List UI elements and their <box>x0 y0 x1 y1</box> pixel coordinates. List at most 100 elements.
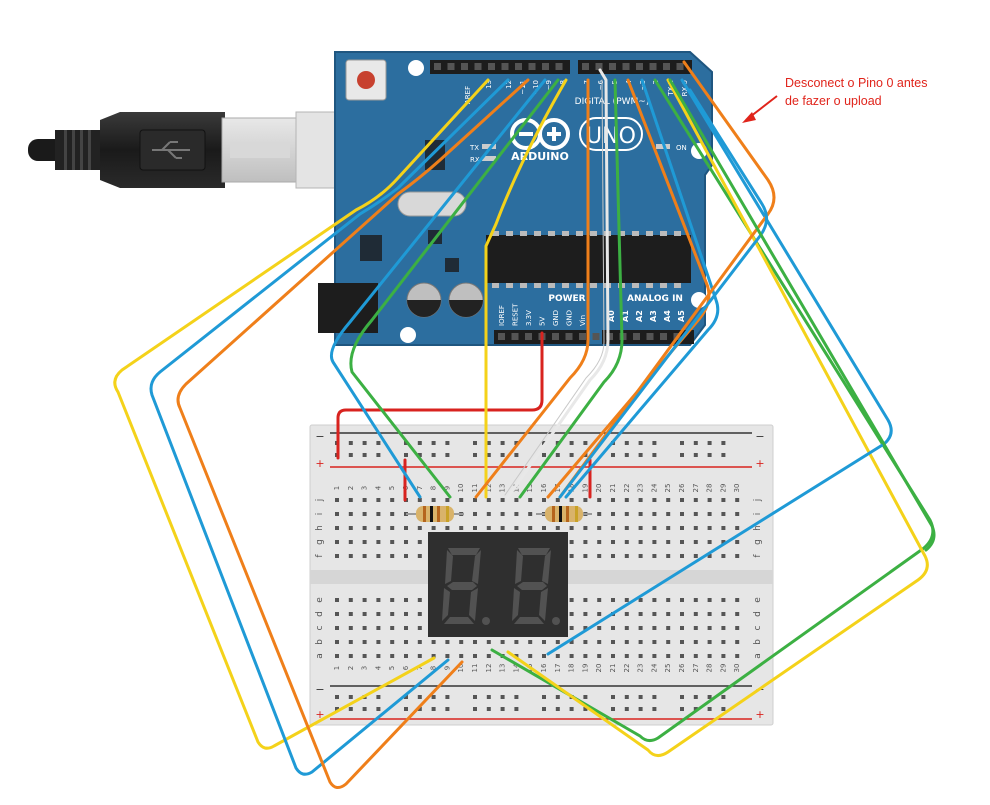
breadboard-hole[interactable] <box>624 498 629 502</box>
breadboard-hole[interactable] <box>390 498 395 502</box>
breadboard-hole[interactable] <box>652 654 657 658</box>
header-pin-hole[interactable] <box>592 333 600 340</box>
breadboard-hole[interactable] <box>362 498 367 502</box>
breadboard-hole[interactable] <box>624 554 629 558</box>
rail-hole[interactable] <box>583 441 588 445</box>
breadboard-hole[interactable] <box>514 640 519 644</box>
breadboard-hole[interactable] <box>514 654 519 658</box>
breadboard-hole[interactable] <box>583 612 588 616</box>
breadboard-hole[interactable] <box>404 654 408 658</box>
breadboard-hole[interactable] <box>569 540 574 544</box>
breadboard-hole[interactable] <box>335 654 339 658</box>
breadboard-hole[interactable] <box>486 526 491 530</box>
rail-hole[interactable] <box>500 695 505 699</box>
breadboard-hole[interactable] <box>680 640 684 644</box>
breadboard-hole[interactable] <box>693 540 698 544</box>
breadboard-hole[interactable] <box>611 654 615 658</box>
breadboard-hole[interactable] <box>459 640 464 644</box>
rail-hole[interactable] <box>417 707 422 711</box>
breadboard-hole[interactable] <box>638 640 643 644</box>
breadboard-hole[interactable] <box>335 554 339 558</box>
seven-segment-display-left[interactable] <box>428 532 498 637</box>
seven-segment-display-right[interactable] <box>498 532 568 637</box>
breadboard-hole[interactable] <box>735 498 740 502</box>
header-pin-hole[interactable] <box>474 63 482 70</box>
breadboard-hole[interactable] <box>390 598 395 602</box>
rail-hole[interactable] <box>376 695 381 699</box>
rail-hole[interactable] <box>335 707 339 711</box>
breadboard-hole[interactable] <box>624 512 629 516</box>
breadboard-hole[interactable] <box>611 498 615 502</box>
breadboard-hole[interactable] <box>404 612 408 616</box>
rail-hole[interactable] <box>583 707 588 711</box>
wire-blue-pin12[interactable] <box>149 78 510 776</box>
rail-hole[interactable] <box>486 707 491 711</box>
rail-hole[interactable] <box>638 707 643 711</box>
rail-hole[interactable] <box>362 453 367 457</box>
rail-hole[interactable] <box>431 707 436 711</box>
header-pin-hole[interactable] <box>542 63 549 70</box>
breadboard-hole[interactable] <box>486 654 491 658</box>
breadboard-hole[interactable] <box>666 598 671 602</box>
breadboard-hole[interactable] <box>542 654 546 658</box>
wire-orange-pin11[interactable] <box>176 78 530 789</box>
rail-hole[interactable] <box>707 707 712 711</box>
breadboard-hole[interactable] <box>624 626 629 630</box>
breadboard-hole[interactable] <box>638 498 643 502</box>
header-pin-hole[interactable] <box>528 63 536 70</box>
breadboard-hole[interactable] <box>390 512 395 516</box>
breadboard-hole[interactable] <box>735 612 740 616</box>
breadboard-hole[interactable] <box>473 640 477 644</box>
breadboard-hole[interactable] <box>693 598 698 602</box>
rail-hole[interactable] <box>569 707 574 711</box>
breadboard-hole[interactable] <box>555 640 560 644</box>
breadboard-hole[interactable] <box>569 640 574 644</box>
rail-hole[interactable] <box>500 453 505 457</box>
breadboard-hole[interactable] <box>514 512 519 516</box>
rail-hole[interactable] <box>362 441 367 445</box>
breadboard-hole[interactable] <box>528 526 533 530</box>
rail-hole[interactable] <box>348 441 353 445</box>
header-pin-hole[interactable] <box>649 63 657 70</box>
header-pin-hole[interactable] <box>447 63 455 70</box>
breadboard-hole[interactable] <box>390 526 395 530</box>
breadboard-hole[interactable] <box>335 598 339 602</box>
header-pin-hole[interactable] <box>501 63 509 70</box>
breadboard-hole[interactable] <box>569 498 574 502</box>
breadboard-hole[interactable] <box>555 498 560 502</box>
rail-hole[interactable] <box>473 453 477 457</box>
breadboard-hole[interactable] <box>348 626 353 630</box>
rail-hole[interactable] <box>611 695 615 699</box>
breadboard-hole[interactable] <box>555 654 560 658</box>
breadboard-hole[interactable] <box>473 654 477 658</box>
rail-hole[interactable] <box>486 441 491 445</box>
header-pin-hole[interactable] <box>606 333 613 340</box>
breadboard-hole[interactable] <box>707 512 712 516</box>
header-pin-hole[interactable] <box>515 63 522 70</box>
breadboard-hole[interactable] <box>638 598 643 602</box>
header-pin-hole[interactable] <box>633 333 640 340</box>
rail-hole[interactable] <box>611 707 615 711</box>
rail-hole[interactable] <box>693 453 698 457</box>
breadboard-hole[interactable] <box>721 612 726 616</box>
rail-hole[interactable] <box>473 695 477 699</box>
rail-hole[interactable] <box>555 453 560 457</box>
rail-hole[interactable] <box>624 453 629 457</box>
breadboard-hole[interactable] <box>597 612 602 616</box>
rail-hole[interactable] <box>569 453 574 457</box>
rail-hole[interactable] <box>707 695 712 699</box>
breadboard-hole[interactable] <box>404 598 408 602</box>
breadboard-hole[interactable] <box>376 554 381 558</box>
breadboard-hole[interactable] <box>707 640 712 644</box>
breadboard-hole[interactable] <box>680 626 684 630</box>
breadboard-hole[interactable] <box>348 654 353 658</box>
wire-green-pin-a[interactable] <box>668 78 936 552</box>
rail-hole[interactable] <box>707 453 712 457</box>
breadboard-hole[interactable] <box>583 626 588 630</box>
header-pin-hole[interactable] <box>552 333 559 340</box>
breadboard-hole[interactable] <box>335 540 339 544</box>
breadboard-hole[interactable] <box>362 512 367 516</box>
breadboard-hole[interactable] <box>735 598 740 602</box>
breadboard-hole[interactable] <box>638 512 643 516</box>
